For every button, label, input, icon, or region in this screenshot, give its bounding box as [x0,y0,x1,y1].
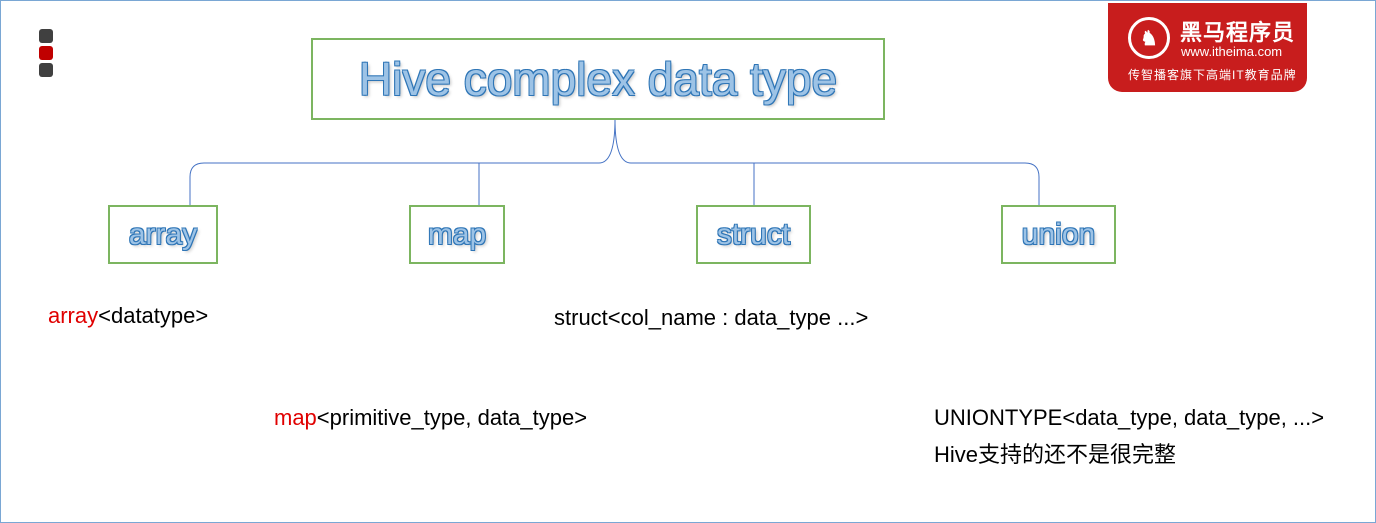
map-syntax: map<primitive_type, data_type> [274,405,587,431]
type-box-struct: struct [696,205,811,264]
diagram-title: Hive complex data type [311,38,885,120]
union-note: Hive支持的还不是很完整 [934,442,1177,467]
array-keyword: array [48,303,99,328]
type-box-union: union [1001,205,1116,264]
type-box-array: array [108,205,218,264]
itheima-logo: ♞ 黑马程序员 www.itheima.com 传智播客旗下高端IT教育品牌 [1108,3,1307,92]
union-syntax: UNIONTYPE<data_type, data_type, ...> [934,405,1325,430]
nav-dot-active [39,46,53,60]
struct-syntax: struct<col_name : data_type ...> [554,305,869,330]
map-keyword: map [274,405,317,430]
nav-dot-bottom [39,63,53,77]
horse-head-icon: ♞ [1128,17,1170,59]
map-syntax-rest: <primitive_type, data_type> [316,405,588,430]
logo-slogan: 传智播客旗下高端IT教育品牌 [1128,68,1297,82]
type-box-map: map [409,205,505,264]
logo-name: 黑马程序员 [1180,20,1296,45]
array-syntax-rest: <datatype> [98,303,209,328]
array-syntax: array<datatype> [48,303,208,329]
nav-dot-top [39,29,53,43]
logo-url: www.itheima.com [1181,44,1283,59]
